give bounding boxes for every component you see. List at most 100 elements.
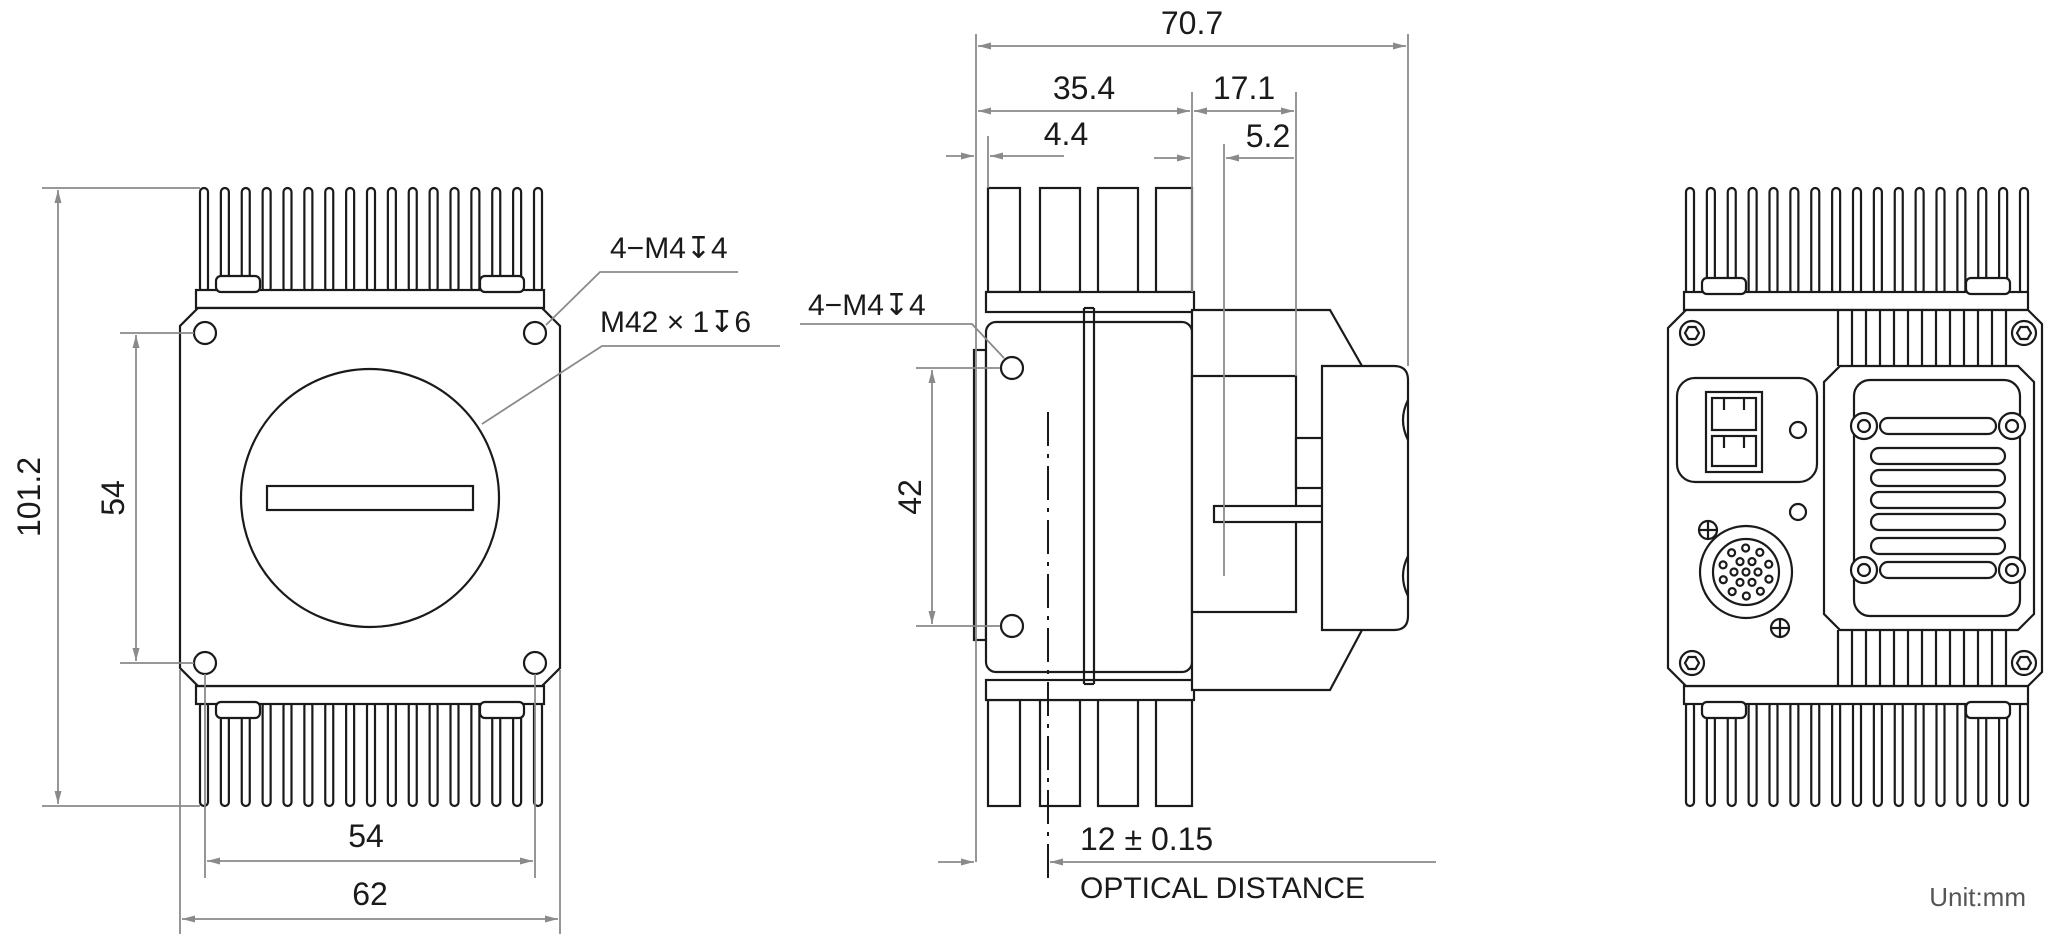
clip — [478, 274, 526, 294]
side-fin-base — [984, 290, 1196, 314]
rear-view — [1666, 186, 2044, 808]
callout-holes-front: 4−M4↧4 — [610, 232, 728, 265]
fin — [198, 186, 210, 294]
vent-slots — [1869, 416, 2007, 580]
fin — [345, 186, 356, 294]
vent-slot — [1869, 490, 2007, 510]
heatsink-fins-bottom — [1684, 700, 2030, 808]
screw-icon — [1849, 555, 1879, 585]
fin — [365, 186, 377, 294]
status-led — [1788, 502, 1808, 522]
fin — [407, 700, 418, 808]
fin — [1747, 700, 1758, 808]
ground-icon — [1769, 617, 1791, 639]
vent-slot — [1869, 468, 2007, 488]
fin — [1810, 700, 1821, 808]
ethernet-port — [1704, 390, 1764, 474]
fin — [428, 700, 439, 808]
fin — [303, 700, 314, 808]
clip — [1964, 700, 2012, 720]
fin — [428, 186, 439, 294]
side-fin — [1154, 186, 1194, 294]
fin — [470, 700, 481, 808]
screw-icon — [1849, 411, 1879, 441]
clip — [214, 700, 262, 720]
callout-lens-mount: M42 × 1↧6 — [600, 306, 751, 339]
rear-cap — [1320, 364, 1410, 632]
rear-pin — [1294, 436, 1326, 490]
fin — [532, 186, 544, 294]
dim-hole-vertical: 54 — [95, 480, 131, 516]
screw-icon — [1678, 319, 1706, 347]
callout-holes-side: 4−M4↧4 — [808, 289, 926, 322]
rear-inner-fins — [1836, 310, 2008, 686]
fin — [1831, 700, 1842, 808]
fin — [324, 700, 335, 808]
side-fin — [1096, 186, 1140, 294]
vent-slot — [1878, 560, 1998, 580]
clip — [1700, 276, 1748, 296]
fin — [1789, 700, 1800, 808]
fin — [470, 186, 481, 294]
clip — [1700, 700, 1748, 720]
dim-total-length: 70.7 — [1161, 5, 1223, 41]
rear-block — [1190, 374, 1298, 614]
screw-icon — [1997, 555, 2027, 585]
fin — [303, 186, 314, 294]
fin — [386, 700, 397, 808]
fin — [1831, 186, 1842, 296]
fin — [1956, 186, 1967, 296]
label-optical-distance: OPTICAL DISTANCE — [1080, 872, 1365, 905]
fin — [1851, 186, 1863, 296]
fin — [1893, 186, 1904, 296]
fin — [1914, 186, 1925, 296]
fin — [1768, 700, 1779, 808]
side-fin — [1154, 698, 1194, 808]
fin — [1935, 186, 1946, 296]
fin — [324, 186, 335, 294]
mount-hole — [999, 355, 1025, 381]
fin — [2018, 700, 2030, 808]
side-fin — [1096, 698, 1140, 808]
side-fin — [986, 698, 1022, 808]
dim-flange: 4.4 — [1044, 116, 1088, 152]
clip — [478, 700, 526, 720]
rear-slot — [1212, 504, 1326, 524]
dim-step: 5.2 — [1246, 118, 1290, 154]
heatsink-fins-top — [1684, 186, 2030, 296]
dim-hole-horizontal: 54 — [348, 818, 384, 854]
status-led — [1788, 420, 1808, 440]
mount-hole — [192, 650, 218, 676]
fin — [449, 700, 460, 808]
fin — [345, 700, 356, 808]
dim-optical-distance: 12 ± 0.15 — [1080, 821, 1213, 857]
mount-hole — [192, 320, 218, 346]
fin — [1747, 186, 1758, 296]
side-fin — [1038, 186, 1082, 294]
fin — [386, 186, 397, 294]
mount-hole — [522, 650, 548, 676]
fin — [261, 700, 272, 808]
fin — [449, 186, 460, 294]
unit-label: Unit:mm — [1929, 882, 2026, 912]
fin — [1768, 186, 1779, 296]
fin — [1935, 700, 1946, 808]
fin — [1956, 700, 1967, 808]
vent-slot — [1869, 512, 2007, 532]
dim-height: 101.2 — [11, 457, 47, 537]
mount-hole — [522, 320, 548, 346]
side-view: 70.7 35.4 17.1 4.4 5.2 42 4−M4↧4 12 ± 0.… — [800, 5, 1436, 905]
fin — [1684, 700, 1696, 808]
fin — [2018, 186, 2030, 296]
screw-icon — [2010, 649, 2038, 677]
fin — [1851, 700, 1863, 808]
clip — [214, 274, 262, 294]
fin — [1789, 186, 1800, 296]
fin — [1872, 186, 1883, 296]
dim-front-length: 35.4 — [1053, 70, 1115, 106]
vent-slot — [1869, 536, 2007, 556]
vent-slot — [1869, 446, 2007, 466]
fin — [198, 700, 210, 808]
fin — [261, 186, 272, 294]
